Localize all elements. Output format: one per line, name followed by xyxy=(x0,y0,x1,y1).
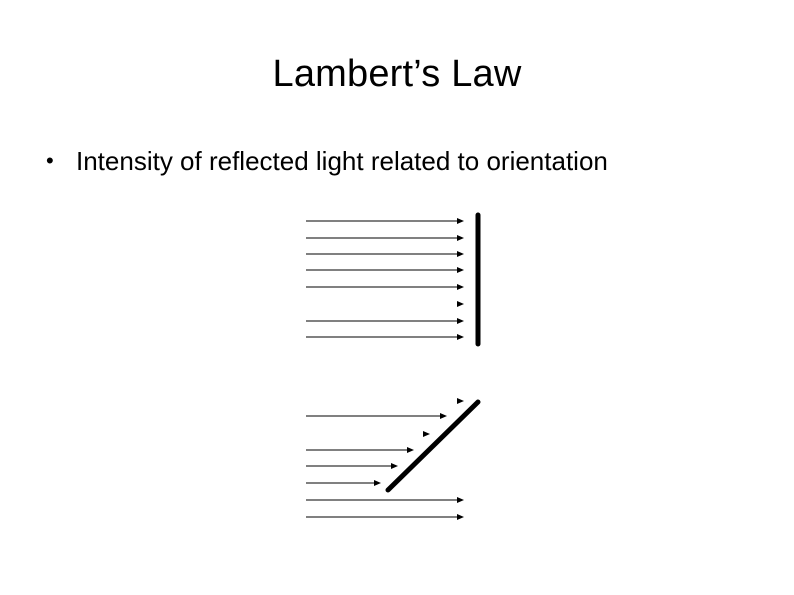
bullet-list: • Intensity of reflected light related t… xyxy=(46,145,666,177)
ray-arrowhead xyxy=(374,480,381,486)
perpendicular-panel xyxy=(306,212,481,347)
ray-arrowhead xyxy=(457,267,464,273)
slide-title: Lambert’s Law xyxy=(272,53,522,95)
ray-arrowhead xyxy=(457,301,464,307)
ray-arrowhead xyxy=(423,431,430,437)
ray-arrowhead xyxy=(457,398,464,404)
diagonal-panel xyxy=(306,398,481,520)
ray-arrowhead xyxy=(457,318,464,324)
diagonal-surface xyxy=(385,399,481,493)
ray-arrowhead xyxy=(440,413,447,419)
ray-arrowhead xyxy=(407,447,414,453)
ray-arrowhead xyxy=(457,235,464,241)
ray-arrowhead xyxy=(457,497,464,503)
bullet-text: Intensity of reflected light related to … xyxy=(76,146,608,176)
ray-arrowhead xyxy=(457,251,464,257)
ray-arrowhead xyxy=(457,334,464,340)
bullet-marker: • xyxy=(46,148,54,173)
ray-arrowhead xyxy=(457,514,464,520)
ray-arrowhead xyxy=(457,218,464,224)
bullet-item: • Intensity of reflected light related t… xyxy=(46,145,666,177)
ray-arrowhead xyxy=(391,463,398,469)
ray-arrowhead xyxy=(457,284,464,290)
